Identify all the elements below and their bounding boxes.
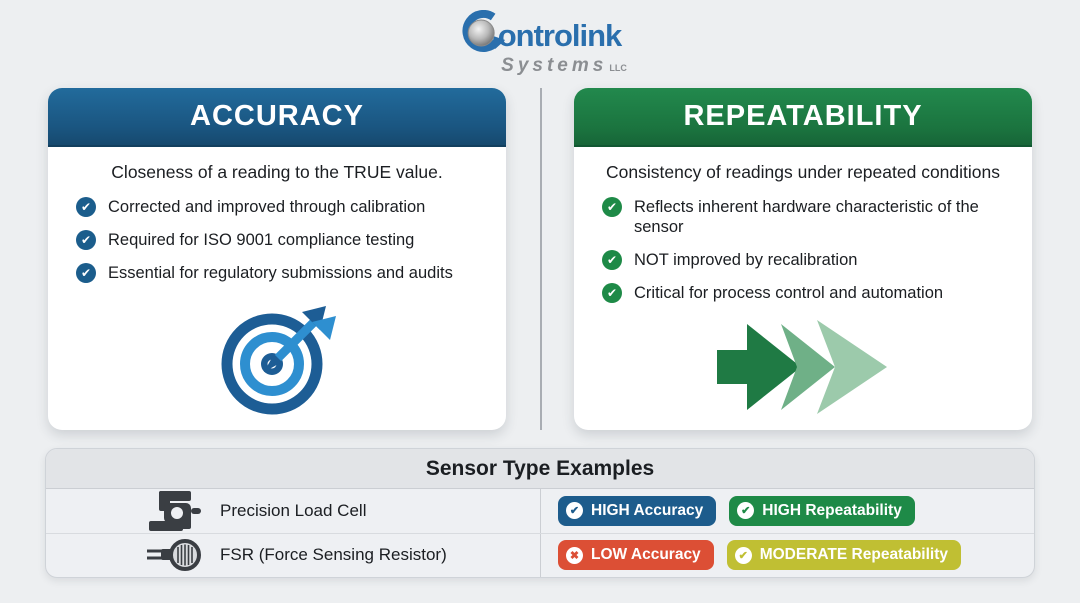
- vertical-divider: [540, 88, 542, 430]
- badges-cell: ✔ HIGH Accuracy ✔ HIGH Repeatability: [541, 489, 1034, 533]
- status-badge: ✔ MODERATE Repeatability: [726, 540, 962, 571]
- target-dart-icon: [70, 300, 484, 416]
- status-badge: ✖ LOW Accuracy: [558, 540, 714, 571]
- sensor-name: Precision Load Cell: [220, 500, 367, 520]
- sensor-cell: Precision Load Cell: [46, 489, 541, 533]
- logo-sub-brand: Systems: [501, 55, 608, 76]
- load-cell-icon: [146, 490, 204, 531]
- sensor-name: FSR (Force Sensing Resistor): [220, 545, 447, 565]
- bullet-text: Required for ISO 9001 compliance testing: [108, 231, 415, 250]
- circular-arrow-sphere-icon: [459, 9, 505, 60]
- check-circle-icon: ✔: [734, 546, 752, 564]
- list-item: Corrected and improved through calibrati…: [76, 197, 484, 217]
- bullet-text: NOT improved by recalibration: [634, 251, 858, 270]
- status-badge: ✔ HIGH Accuracy: [558, 495, 717, 526]
- bullet-text: Reflects inherent hardware characteristi…: [634, 198, 979, 237]
- check-circle-icon: ✔: [737, 502, 755, 520]
- repeatability-bullet-list: Reflects inherent hardware characteristi…: [596, 197, 1010, 317]
- repeatability-card: REPEATABILITY Consistency of readings un…: [574, 88, 1032, 430]
- fsr-icon: [146, 538, 204, 572]
- badge-label: LOW Accuracy: [591, 546, 701, 564]
- accuracy-subtitle: Closeness of a reading to the TRUE value…: [111, 162, 443, 182]
- accuracy-card-title: ACCURACY: [48, 88, 506, 147]
- check-circle-icon: [602, 197, 622, 217]
- repeatability-subtitle: Consistency of readings under repeated c…: [606, 162, 1000, 182]
- accuracy-card-body: Closeness of a reading to the TRUE value…: [48, 147, 506, 430]
- status-badge: ✔ HIGH Repeatability: [729, 495, 915, 526]
- check-circle-icon: [76, 263, 96, 284]
- table-row: FSR (Force Sensing Resistor) ✖ LOW Accur…: [46, 532, 1034, 578]
- bullet-text: Critical for process control and automat…: [634, 284, 944, 303]
- list-item: Reflects inherent hardware characteristi…: [602, 197, 1010, 237]
- badges-cell: ✖ LOW Accuracy ✔ MODERATE Repeatability: [541, 534, 1034, 578]
- accuracy-card: ACCURACY Closeness of a reading to the T…: [48, 88, 506, 430]
- list-item: NOT improved by recalibration: [602, 250, 1010, 271]
- logo-brand-text: ontrolink: [497, 17, 623, 53]
- x-circle-icon: ✖: [566, 546, 583, 564]
- triple-arrow-icon: [596, 318, 1010, 416]
- bullet-text: Corrected and improved through calibrati…: [108, 198, 426, 216]
- check-circle-icon: [76, 230, 96, 251]
- examples-table-title: Sensor Type Examples: [46, 449, 1034, 489]
- list-item: Essential for regulatory submissions and…: [76, 263, 484, 284]
- controlink-logo: ontrolink Systems LLC: [453, 9, 627, 76]
- check-circle-icon: [76, 197, 96, 217]
- logo-suffix: LLC: [609, 63, 627, 73]
- repeatability-card-title: REPEATABILITY: [574, 88, 1032, 147]
- check-circle-icon: [602, 250, 622, 271]
- list-item: Required for ISO 9001 compliance testing: [76, 230, 484, 251]
- bullet-text: Essential for regulatory submissions and…: [108, 264, 453, 283]
- sensor-cell: FSR (Force Sensing Resistor): [46, 533, 541, 577]
- badge-label: HIGH Repeatability: [762, 501, 902, 519]
- list-item: Critical for process control and automat…: [602, 283, 1010, 304]
- check-circle-icon: [602, 283, 622, 304]
- table-row: Precision Load Cell ✔ HIGH Accuracy ✔ HI…: [46, 489, 1034, 533]
- badge-label: MODERATE Repeatability: [759, 546, 949, 564]
- badge-label: HIGH Accuracy: [591, 501, 704, 519]
- accuracy-bullet-list: Corrected and improved through calibrati…: [70, 197, 484, 296]
- sensor-examples-table: Sensor Type Examples Precision Load Cel: [45, 448, 1035, 578]
- repeatability-card-body: Consistency of readings under repeated c…: [574, 147, 1032, 430]
- check-circle-icon: ✔: [566, 502, 583, 520]
